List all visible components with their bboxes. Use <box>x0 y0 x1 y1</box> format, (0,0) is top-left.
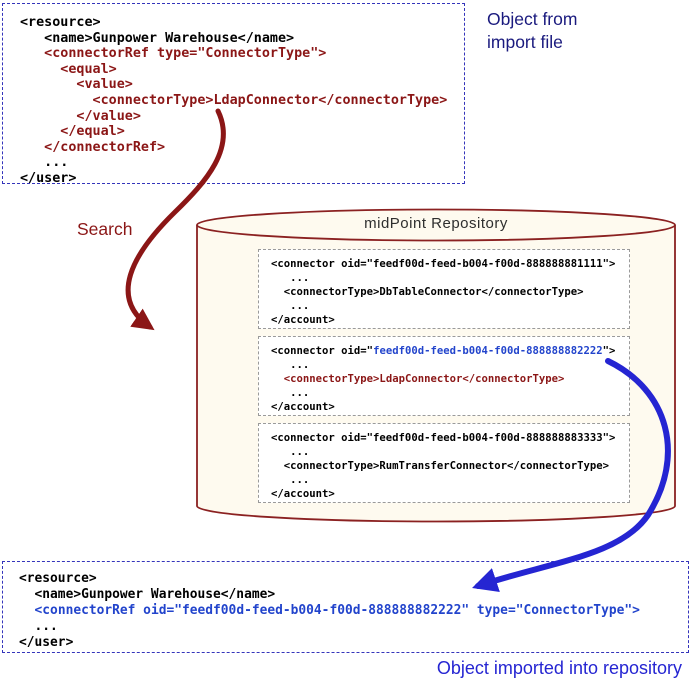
record-code: <connector oid="feedf00d-feed-b004-f00d-… <box>271 345 616 413</box>
repository-record-rumtransfer: <connector oid="feedf00d-feed-b004-f00d-… <box>258 423 630 503</box>
object-from-import-file-label: Object from import file <box>487 9 578 52</box>
imported-object-code: <resource> <name>Gunpower Warehouse</nam… <box>19 571 640 650</box>
repository-record-ldap: <connector oid="feedf00d-feed-b004-f00d-… <box>258 336 630 416</box>
object-imported-label: Object imported into repository <box>436 658 682 678</box>
imported-object-box: <resource> <name>Gunpower Warehouse</nam… <box>2 561 689 653</box>
record-code: <connector oid="feedf00d-feed-b004-f00d-… <box>271 432 616 500</box>
search-label: Search <box>77 219 133 239</box>
repository-title: midPoint Repository <box>364 215 508 232</box>
repository-record-dbtable: <connector oid="feedf00d-feed-b004-f00d-… <box>258 249 630 329</box>
record-code: <connector oid="feedf00d-feed-b004-f00d-… <box>271 258 616 326</box>
import-file-code: <resource> <name>Gunpower Warehouse</nam… <box>20 15 448 186</box>
import-file-box: <resource> <name>Gunpower Warehouse</nam… <box>2 3 465 186</box>
